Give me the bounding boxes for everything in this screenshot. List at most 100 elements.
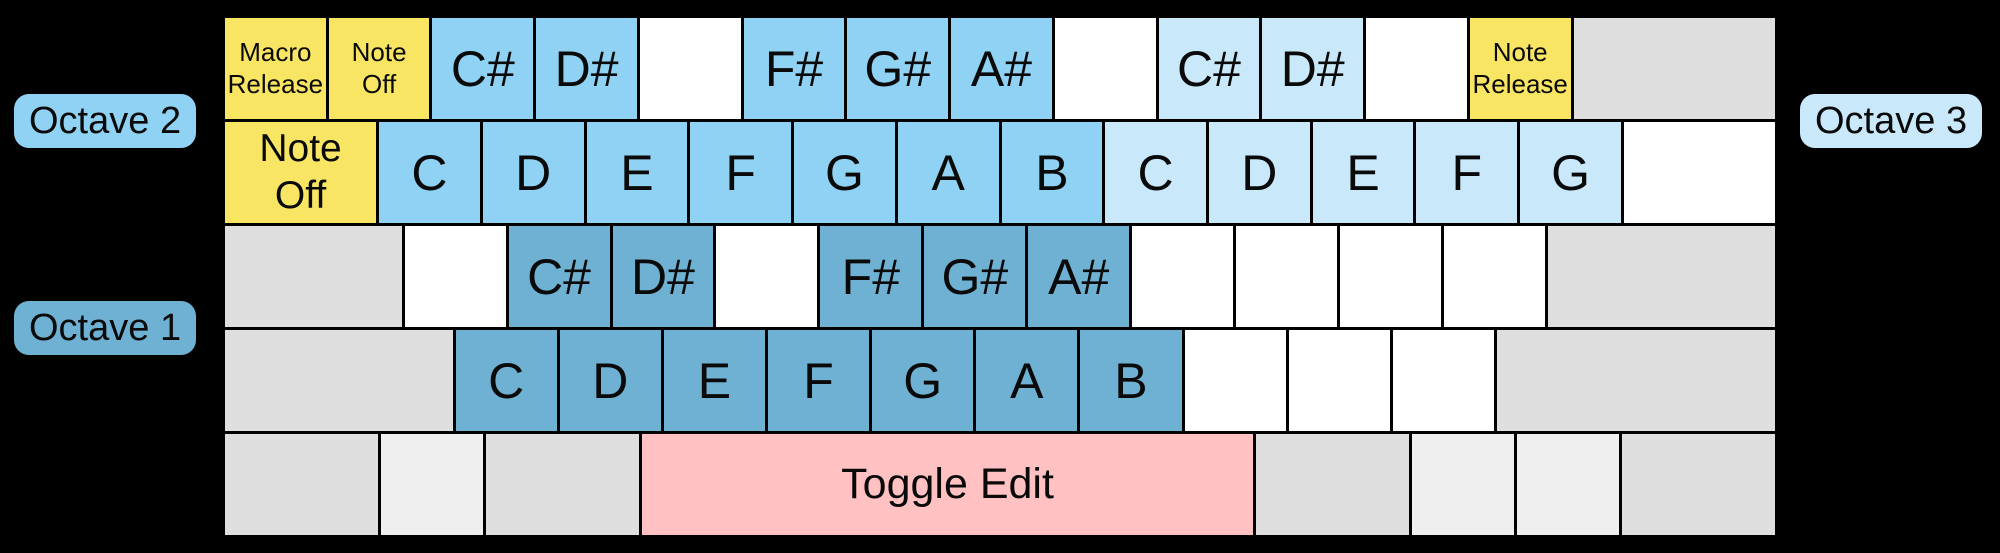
key-blank: [716, 226, 818, 327]
key-d-sharp-oct2: D#: [536, 18, 637, 119]
key-label: B: [1114, 352, 1148, 409]
key-modifier: [1412, 434, 1515, 535]
octave-3-label: Octave 3: [1800, 94, 1983, 148]
key-label: Release: [1472, 68, 1568, 99]
key-label: D#: [631, 248, 695, 305]
key-blank: [1623, 122, 1775, 223]
key-label: F: [803, 352, 834, 409]
key-label: E: [620, 144, 654, 201]
key-label: Note: [259, 127, 342, 171]
key-modifier: [1573, 18, 1776, 119]
key-modifier: [225, 434, 378, 535]
key-d-oct1: D: [559, 330, 661, 431]
key-f-oct3: F: [1416, 122, 1518, 223]
key-e-oct2: E: [586, 122, 688, 223]
keyboard-row-5: Toggle Edit: [225, 434, 1776, 535]
key-d-oct3: D: [1208, 122, 1310, 223]
key-blank: [1288, 330, 1390, 431]
key-blank: [1054, 18, 1156, 119]
key-label: G: [903, 352, 943, 409]
key-modifier: [1496, 330, 1776, 431]
key-g-sharp-oct2: G#: [847, 18, 949, 119]
key-label: A: [931, 144, 965, 201]
key-modifier: [225, 330, 453, 431]
key-f-oct2: F: [690, 122, 792, 223]
key-g-oct3: G: [1520, 122, 1621, 223]
key-label: D: [1241, 144, 1278, 201]
key-label: A#: [970, 40, 1033, 97]
key-g-oct1: G: [872, 330, 974, 431]
key-c-oct2: C: [379, 122, 480, 223]
key-a-oct1: A: [976, 330, 1078, 431]
key-label: Macro: [239, 36, 312, 67]
key-label: C: [1137, 144, 1174, 201]
key-e-oct1: E: [663, 330, 765, 431]
key-a-sharp-oct2: A#: [951, 18, 1052, 119]
key-modifier: [485, 434, 639, 535]
key-label: F: [1451, 144, 1483, 201]
key-label: F#: [764, 40, 824, 97]
key-blank: [639, 18, 741, 119]
key-blank: [404, 226, 506, 327]
key-label: C#: [450, 40, 515, 97]
key-d-sharp-oct3: D#: [1262, 18, 1364, 119]
key-label: A: [1010, 352, 1044, 409]
key-label: D#: [554, 40, 619, 97]
key-label: D: [592, 352, 629, 409]
key-e-oct3: E: [1312, 122, 1414, 223]
octave-2-label: Octave 2: [14, 94, 197, 148]
key-label: D: [515, 144, 552, 201]
key-b-oct2: B: [1001, 122, 1103, 223]
key-modifier: [380, 434, 483, 535]
octave-1-label: Octave 1: [14, 301, 197, 355]
key-f-sharp-oct1: F#: [820, 226, 922, 327]
key-label: A#: [1048, 248, 1110, 305]
key-c-sharp-oct3: C#: [1158, 18, 1260, 119]
key-label: G: [1551, 144, 1590, 201]
key-blank: [1132, 226, 1234, 327]
key-b-oct1: B: [1080, 330, 1182, 431]
key-blank: [1340, 226, 1442, 327]
key-label: C: [488, 352, 525, 409]
key-g-sharp-oct1: G#: [924, 226, 1026, 327]
key-blank: [1236, 226, 1338, 327]
key-a-sharp-oct1: A#: [1028, 226, 1130, 327]
key-blank: [1444, 226, 1545, 327]
key-a-oct2: A: [897, 122, 999, 223]
key-label: F#: [841, 248, 901, 305]
key-label: E: [697, 352, 732, 409]
key-label: G#: [941, 248, 1009, 305]
key-label: G: [824, 144, 864, 201]
key-label: F: [725, 144, 756, 201]
key-modifier: [1547, 226, 1776, 327]
key-label: Note: [1492, 36, 1548, 67]
key-label: C#: [1177, 40, 1241, 97]
key-label: Note: [351, 36, 407, 67]
key-label: C: [411, 144, 448, 201]
key-modifier: [1256, 434, 1410, 535]
key-label: D#: [1280, 40, 1345, 97]
key-label: Toggle Edit: [841, 460, 1054, 508]
key-label: B: [1035, 144, 1069, 201]
key-blank: [1392, 330, 1494, 431]
key-f-sharp-oct2: F#: [743, 18, 845, 119]
key-toggle-edit: Toggle Edit: [641, 434, 1254, 535]
key-blank: [1184, 330, 1286, 431]
key-d-oct2: D: [482, 122, 584, 223]
key-g-oct2: G: [794, 122, 895, 223]
key-label: Off: [362, 68, 397, 99]
key-c-sharp-oct2: C#: [432, 18, 534, 119]
key-modifier: [1517, 434, 1620, 535]
key-label: Off: [274, 173, 327, 217]
key-c-oct1: C: [455, 330, 557, 431]
key-modifier: [225, 226, 402, 327]
keyboard-row-3: C#D#F#G#A#: [225, 226, 1776, 327]
key-f-oct1: F: [767, 330, 870, 431]
